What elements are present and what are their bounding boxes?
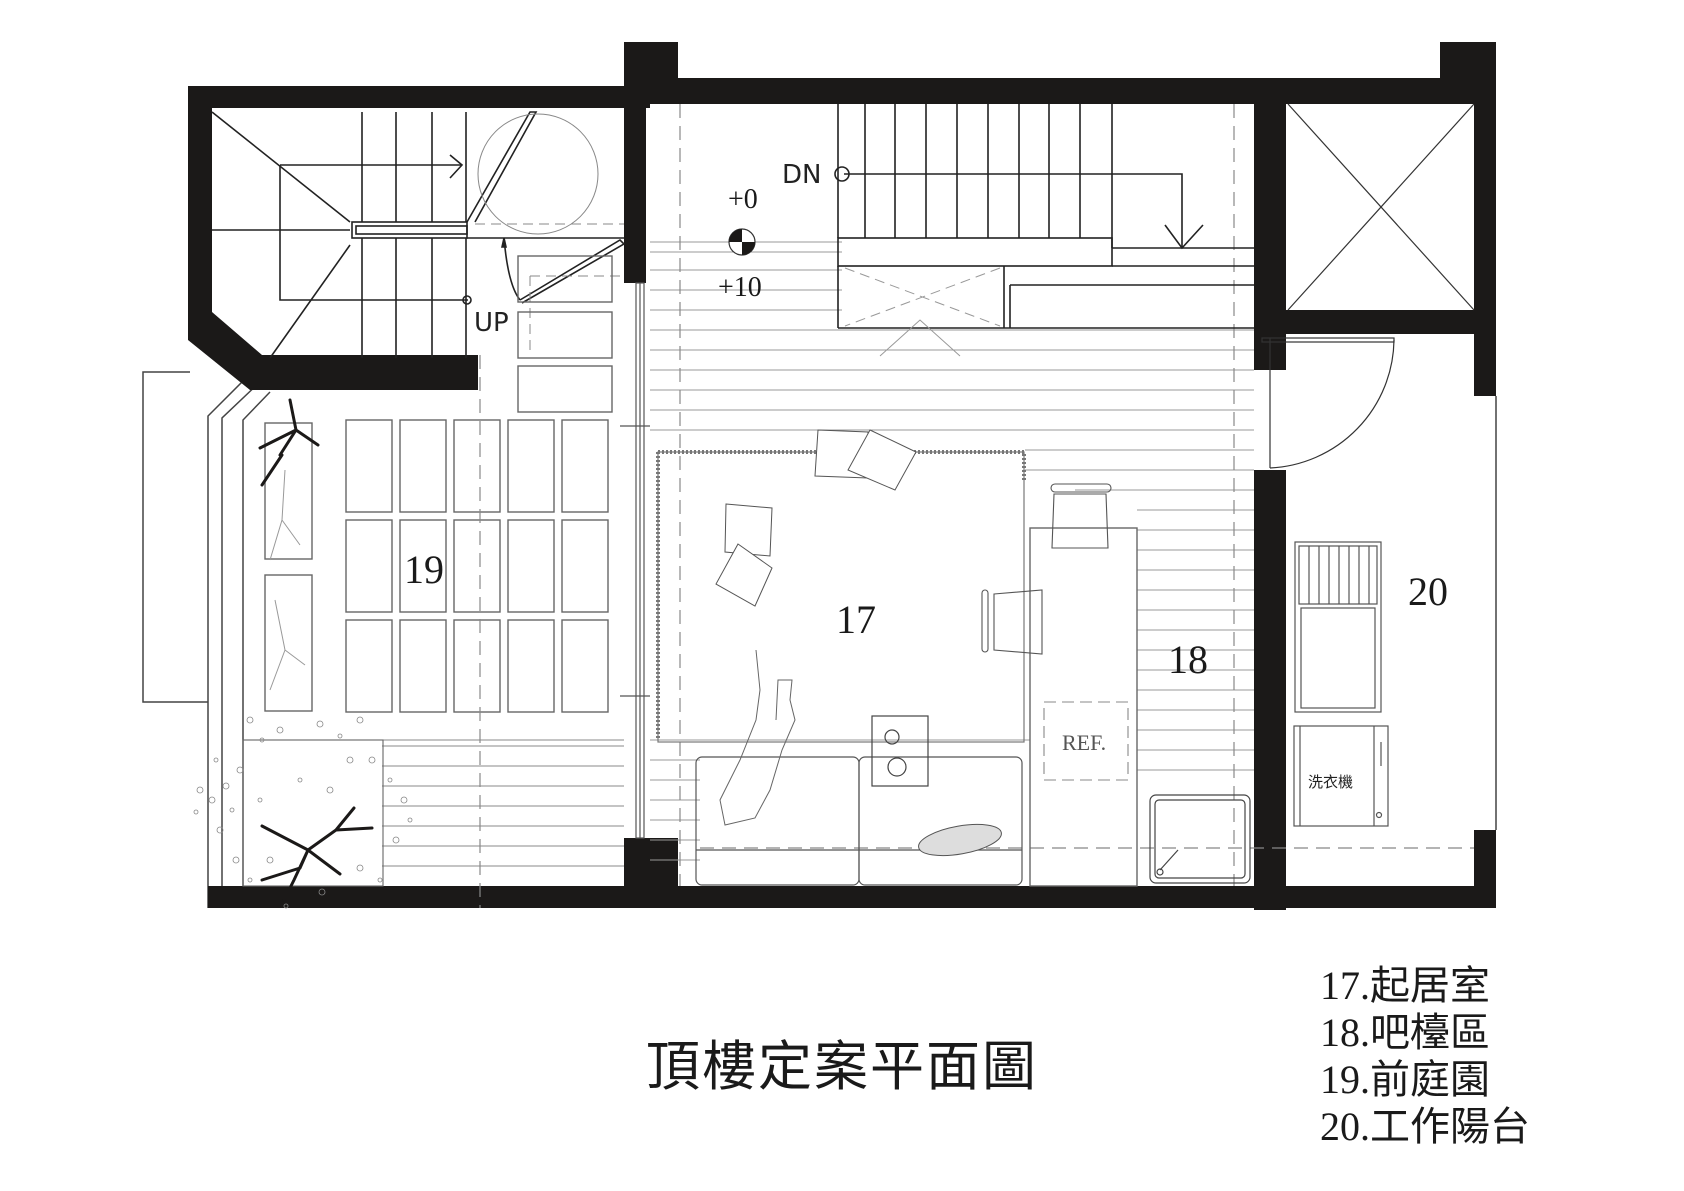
washing-machine (1293, 725, 1389, 827)
fridge (1043, 701, 1129, 781)
stair-down-label: DN (782, 160, 822, 190)
level-bottom-label: +10 (718, 272, 762, 303)
drawing-title: 頂樓定案平面圖 (646, 1037, 1038, 1097)
stair-turn-circle (477, 113, 599, 235)
stair-up (211, 111, 626, 359)
washer-label: 洗衣機 (1308, 773, 1354, 791)
elevator-shaft (1287, 103, 1475, 311)
west-balcony-outline (142, 371, 271, 908)
side-table (871, 715, 929, 787)
throw-pillow (918, 823, 1002, 857)
level-marker-icon (728, 228, 756, 256)
walls (188, 42, 1496, 910)
legend-item: 19.前庭園 (1320, 1057, 1490, 1102)
stair-up-label: UP (474, 308, 509, 338)
room-label-20: 20 (1408, 569, 1448, 614)
sliding-door (620, 282, 650, 839)
garden-deck (242, 739, 624, 887)
room-legend: 17.起居室 18.吧檯區 19.前庭園 20.工作陽台 (1320, 962, 1530, 1150)
bar-counter (1029, 527, 1138, 887)
legend-item: 18.吧檯區 (1320, 1010, 1490, 1055)
cushions (715, 429, 917, 607)
legend-item: 20.工作陽台 (1320, 1104, 1530, 1149)
room-label-19: 19 (404, 547, 444, 592)
fridge-label: REF. (1062, 730, 1107, 755)
shrub-dots (193, 716, 413, 909)
room-label-18: 18 (1168, 637, 1208, 682)
sink (1149, 794, 1251, 884)
legend-item: 17.起居室 (1320, 963, 1490, 1008)
person-figure (719, 649, 796, 826)
swing-door (1261, 337, 1395, 469)
tree-icon (258, 398, 374, 902)
stair-down (834, 104, 1254, 329)
room-label-17: 17 (836, 597, 876, 642)
sofa (695, 756, 1023, 886)
laundry-tub (1294, 541, 1382, 713)
level-top-label: +0 (728, 184, 758, 215)
garden-paving (264, 255, 613, 713)
bar-stools (981, 483, 1112, 655)
